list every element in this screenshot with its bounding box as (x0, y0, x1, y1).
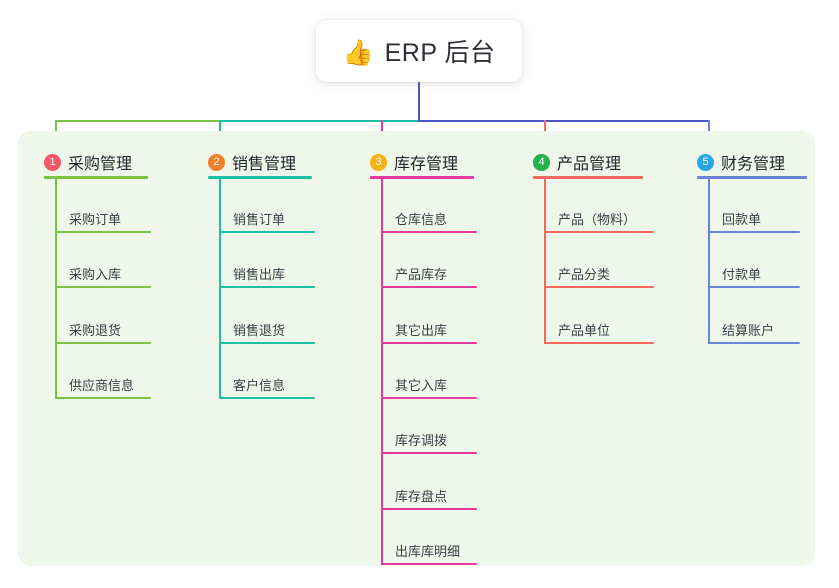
leaf-item-label: 供应商信息 (69, 377, 135, 393)
leaf-item-rule (381, 286, 477, 289)
leaf-item-rule (544, 341, 654, 344)
column-header-rule (697, 176, 807, 179)
column-badge-5: 5 (697, 153, 714, 171)
leaf-item-label: 仓库信息 (395, 212, 448, 227)
leaf-item-rule (55, 231, 151, 233)
leaf-item-rule (381, 396, 477, 399)
column-spine (55, 179, 57, 399)
connector-bus-segment-1 (55, 120, 219, 122)
column-header-rule (208, 176, 312, 179)
column-title: 产品管理 (557, 156, 622, 173)
root-node-erp-backend[interactable]: 👍 ERP 后台 (316, 20, 522, 82)
leaf-item-rule (544, 231, 654, 233)
leaf-item-rule (381, 507, 477, 510)
leaf-item-rule (219, 341, 315, 344)
column-header-1[interactable]: 1 采购管理 (44, 150, 132, 174)
column-header-rule (370, 176, 474, 179)
column-badge-2: 2 (208, 153, 225, 171)
leaf-item-label: 结算账户 (722, 322, 775, 338)
leaf-item-label: 付款单 (722, 267, 762, 283)
leaf-item-label: 产品库存 (395, 267, 448, 283)
leaf-item-label: 产品（物料） (558, 212, 637, 227)
leaf-item-label: 产品单位 (558, 322, 611, 338)
leaf-item-label: 出库库明细 (395, 543, 461, 559)
leaf-item-label: 产品分类 (558, 267, 611, 283)
column-spine (708, 179, 710, 344)
column-title: 销售管理 (232, 156, 297, 173)
thumbs-up-icon: 👍 (342, 37, 374, 67)
leaf-item-label: 销售出库 (233, 267, 286, 283)
column-spine (544, 179, 546, 344)
column-spine (219, 179, 221, 399)
leaf-item-label: 客户信息 (233, 377, 286, 393)
column-header-2[interactable]: 2 销售管理 (208, 150, 296, 174)
leaf-item-rule (708, 286, 800, 289)
leaf-item-label: 库存调拨 (395, 433, 448, 449)
column-spine (381, 179, 383, 565)
column-badge-3: 3 (370, 153, 387, 171)
root-node-title: ERP 后台 (384, 39, 496, 67)
connector-bus-segment-2 (219, 120, 418, 122)
leaf-item-rule (55, 286, 151, 289)
leaf-item-label: 采购入库 (69, 267, 122, 283)
leaf-item-rule (55, 341, 151, 344)
connector-bus-segment-3 (418, 120, 710, 122)
column-header-rule (533, 176, 643, 179)
leaf-item-label: 回款单 (722, 212, 762, 227)
leaf-item-label: 其它出库 (395, 322, 448, 338)
leaf-item-rule (381, 452, 477, 455)
leaf-item-label: 库存盘点 (395, 488, 448, 504)
column-badge-4: 4 (533, 153, 550, 171)
column-badge-1: 1 (44, 153, 61, 171)
leaf-item-rule (381, 562, 477, 565)
leaf-item-rule (544, 286, 654, 289)
leaf-item-rule (708, 231, 800, 233)
leaf-item-label: 销售退货 (233, 322, 286, 338)
column-header-3[interactable]: 3 库存管理 (370, 150, 458, 174)
leaf-item-rule (219, 396, 315, 399)
connector-trunk (418, 82, 420, 122)
column-header-4[interactable]: 4 产品管理 (533, 150, 621, 174)
leaf-item-rule (219, 286, 315, 289)
leaf-item-label: 采购退货 (69, 322, 122, 338)
leaf-item-label: 采购订单 (69, 212, 122, 227)
leaf-item-rule (219, 231, 315, 233)
leaf-item-label: 销售订单 (233, 212, 286, 227)
branch-panel (18, 131, 815, 566)
leaf-item-rule (381, 231, 477, 233)
leaf-item-rule (55, 396, 151, 399)
column-header-rule (44, 176, 148, 179)
column-title: 库存管理 (394, 156, 459, 173)
column-header-5[interactable]: 5 财务管理 (697, 150, 785, 174)
leaf-item-label: 其它入库 (395, 377, 448, 393)
leaf-item-rule (708, 341, 800, 344)
leaf-item-rule (381, 341, 477, 344)
column-title: 采购管理 (68, 156, 133, 173)
column-title: 财务管理 (721, 156, 786, 173)
